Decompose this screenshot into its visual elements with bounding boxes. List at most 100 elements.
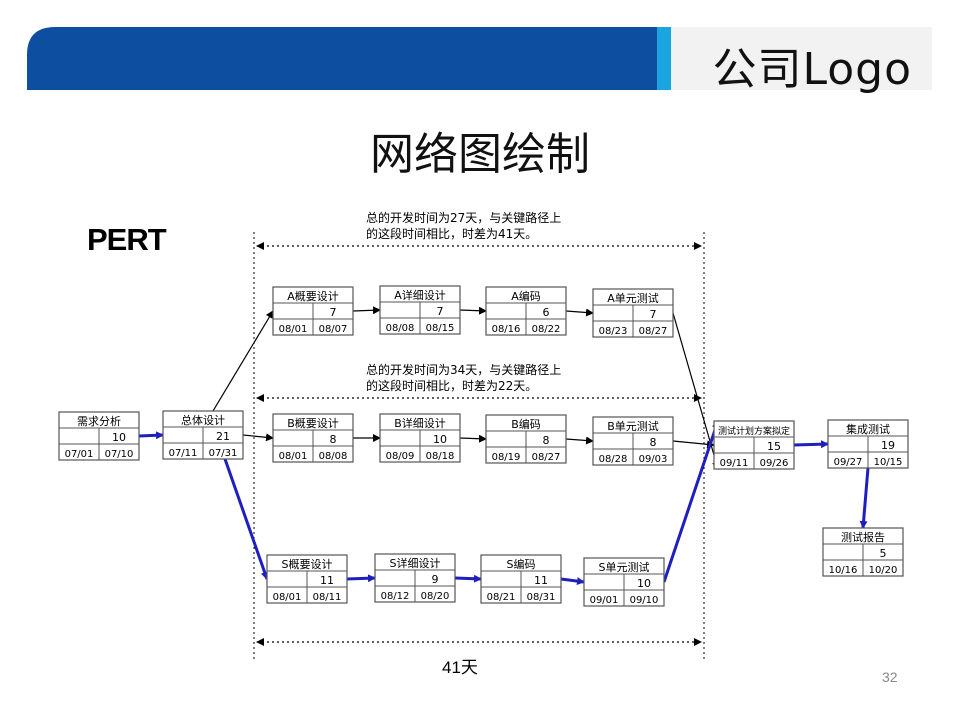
node-end-date: 08/22: [532, 324, 561, 335]
node-start-date: 08/16: [492, 324, 521, 335]
annotation-middle-line-2: 的这段时间相比，时差为22天。: [366, 379, 538, 393]
company-logo: 公司Logo: [712, 44, 912, 95]
node-name: S概要设计: [282, 558, 333, 571]
annotation-top-line-1: 总的开发时间为27天，与关键路径上: [366, 211, 562, 225]
edge-tp-to-it: [793, 440, 829, 449]
node-end-date: 08/15: [426, 323, 455, 334]
node-name: A概要设计: [287, 290, 339, 303]
node-end-date: 10/15: [874, 457, 903, 468]
node-duration: 8: [543, 434, 550, 447]
edge-ovr-to-b1: [242, 433, 274, 442]
edge-b4-to-tp: [672, 440, 715, 449]
node-duration: 9: [432, 573, 439, 586]
edge-ovr-to-s1: [223, 458, 269, 580]
node-end-date: 08/18: [426, 451, 455, 462]
edge-req-to-ovr: [138, 431, 164, 440]
edge-a3-to-a4: [565, 308, 594, 317]
node-name: A编码: [511, 289, 541, 303]
annotation-top-line-2: 的这段时间相比，时差为41天。: [366, 227, 538, 241]
node-start-date: 08/01: [279, 451, 308, 462]
edge-s1-to-s2: [346, 574, 376, 583]
annotation-top: 总的开发时间为27天，与关键路径上 的这段时间相比，时差为41天。: [366, 210, 561, 242]
node-name: 测试计划方案拟定: [718, 425, 790, 437]
node-name: 测试报告: [841, 530, 885, 544]
node-name: 总体设计: [181, 413, 225, 427]
node-end-date: 09/26: [760, 458, 789, 469]
node-duration: 15: [767, 440, 781, 453]
node-duration: 21: [216, 430, 230, 443]
node-start-date: 08/08: [386, 323, 415, 334]
node-start-date: 08/01: [273, 592, 302, 603]
header-banner: 公司Logo: [27, 27, 932, 95]
node-start-date: 08/28: [599, 454, 628, 465]
node-start-date: 08/21: [487, 592, 516, 603]
node-name: S编码: [507, 557, 536, 571]
node-end-date: 08/07: [319, 324, 348, 335]
node-name: B概要设计: [287, 417, 339, 430]
node-start-date: 09/27: [834, 457, 863, 468]
node-name: B单元测试: [607, 420, 659, 433]
node-name: S单元测试: [599, 561, 650, 574]
node-name: S详细设计: [390, 556, 441, 570]
node-duration: 7: [650, 308, 657, 321]
node-duration: 11: [534, 574, 548, 587]
edge-s4-to-tp: [662, 420, 720, 583]
node-name: 需求分析: [77, 414, 121, 428]
edge-b2-to-b3: [459, 434, 487, 443]
node-duration: 8: [650, 436, 657, 449]
edge-s2-to-s3: [454, 574, 482, 583]
node-start-date: 08/09: [386, 451, 415, 462]
activity-node-b1: B概要设计 8 08/01 08/08: [272, 413, 354, 463]
node-end-date: 08/08: [319, 451, 348, 462]
node-duration: 10: [112, 431, 126, 444]
node-start-date: 08/12: [381, 591, 410, 602]
node-end-date: 07/31: [209, 448, 238, 459]
activity-node-b2: B详细设计 10 08/09 08/18: [379, 413, 461, 463]
node-end-date: 09/10: [630, 595, 659, 606]
node-duration: 11: [320, 574, 334, 587]
node-duration: 10: [433, 433, 447, 446]
node-start-date: 08/01: [279, 324, 308, 335]
node-end-date: 07/10: [105, 449, 134, 460]
activity-node-s2: S详细设计 9 08/12 08/20: [374, 553, 456, 603]
node-end-date: 08/20: [421, 591, 450, 602]
node-start-date: 09/11: [720, 458, 749, 469]
activity-node-tp: 测试计划方案拟定 15 09/11 09/26: [713, 420, 795, 470]
node-name: B详细设计: [394, 416, 446, 430]
edge-ovr-to-a1: [212, 310, 274, 412]
node-end-date: 10/20: [869, 565, 898, 576]
node-start-date: 07/01: [65, 449, 94, 460]
edge-a2-to-a3: [459, 306, 487, 315]
activity-node-req: 需求分析 10 07/01 07/10: [58, 411, 140, 461]
edge-b3-to-b4: [565, 436, 594, 445]
total-duration-label: 41天: [442, 658, 478, 677]
node-end-date: 08/27: [532, 452, 561, 463]
node-start-date: 09/01: [590, 595, 619, 606]
activity-node-b4: B单元测试 8 08/28 09/03: [592, 416, 674, 466]
node-end-date: 08/11: [313, 592, 342, 603]
node-name: 集成测试: [846, 422, 890, 436]
node-duration: 6: [543, 306, 550, 319]
node-name: B编码: [511, 417, 541, 431]
node-name: A详细设计: [394, 288, 446, 302]
node-end-date: 09/03: [639, 454, 668, 465]
pert-label: PERT: [87, 222, 167, 257]
activity-node-s1: S概要设计 11 08/01 08/11: [266, 554, 348, 604]
node-duration: 8: [330, 433, 337, 446]
edge-s3-to-s4: [560, 577, 585, 586]
edge-it-to-tr: [859, 467, 870, 529]
page-number: 32: [882, 669, 898, 685]
banner-shape: [27, 27, 932, 90]
edge-a1-to-a2: [352, 306, 381, 315]
